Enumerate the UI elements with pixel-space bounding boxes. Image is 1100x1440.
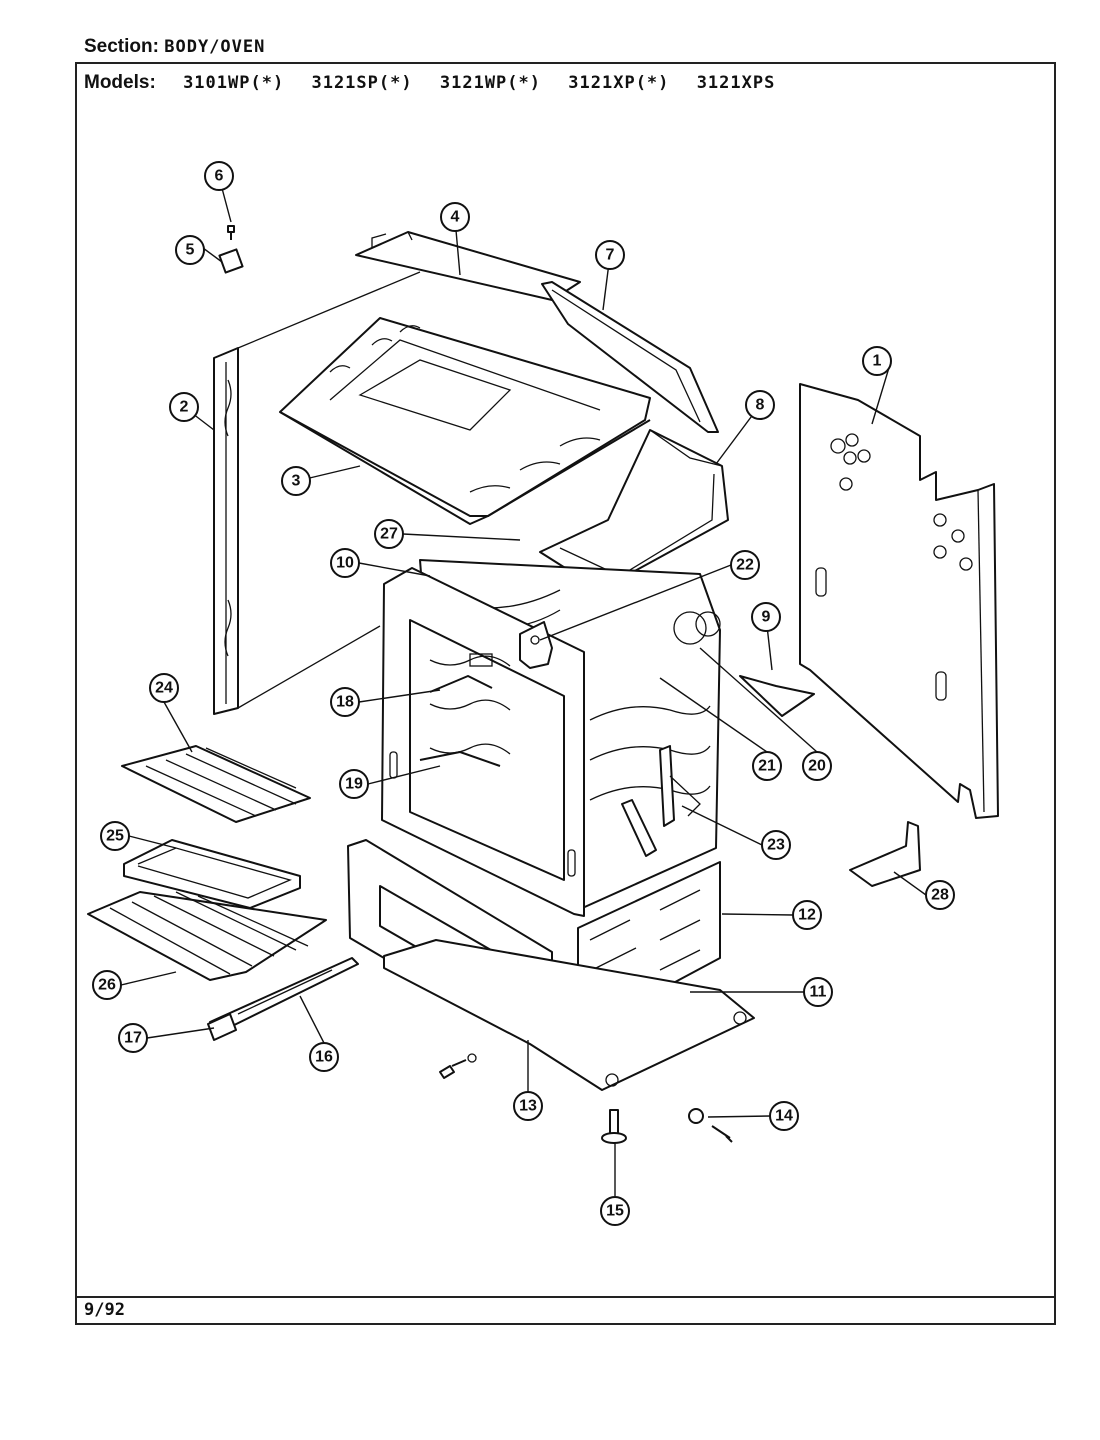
callout-11: 11 <box>803 977 833 1007</box>
callout-7: 7 <box>595 240 625 270</box>
callout-16: 16 <box>309 1042 339 1072</box>
callout-number: 21 <box>758 758 776 775</box>
callout-number: 11 <box>810 984 827 1001</box>
callout-number: 25 <box>106 828 124 845</box>
part-hinge <box>621 745 701 857</box>
leader-lines <box>120 176 927 1196</box>
part-oven-rack <box>87 891 327 981</box>
callout-19: 19 <box>339 769 369 799</box>
model-number: 3121XP(*) <box>568 73 670 93</box>
callout-4: 4 <box>440 202 470 232</box>
model-number: 3121XPS <box>696 73 776 93</box>
callout-number: 17 <box>124 1030 142 1047</box>
callout-number: 15 <box>606 1203 624 1220</box>
callout-number: 22 <box>736 557 754 574</box>
part-sensor-bracket <box>519 621 553 669</box>
part-bracket <box>849 821 921 887</box>
callout-5: 5 <box>175 235 205 265</box>
callout-number: 20 <box>808 758 826 775</box>
part-leveling-leg <box>601 1109 627 1144</box>
part-screw <box>227 225 235 240</box>
section-line: Section: BODY/OVEN <box>84 36 265 58</box>
callout-number: 8 <box>756 397 765 414</box>
date-code: 9/92 <box>84 1300 125 1320</box>
callout-number: 28 <box>931 887 949 904</box>
callout-number: 10 <box>336 555 354 572</box>
callout-8: 8 <box>745 390 775 420</box>
callout-1: 1 <box>862 346 892 376</box>
callout-number: 24 <box>155 680 173 697</box>
callout-18: 18 <box>330 687 360 717</box>
callout-number: 16 <box>315 1049 333 1066</box>
part-vent-trim <box>541 281 719 433</box>
callout-17: 17 <box>118 1023 148 1053</box>
part-slide-bracket <box>207 1013 237 1041</box>
section-label: Section: <box>84 36 159 57</box>
callout-number: 12 <box>798 907 816 924</box>
callout-2: 2 <box>169 392 199 422</box>
callout-23: 23 <box>761 830 791 860</box>
callout-14: 14 <box>769 1101 799 1131</box>
callout-20: 20 <box>802 751 832 781</box>
callout-10: 10 <box>330 548 360 578</box>
diagram-frame <box>75 62 1056 1325</box>
part-bottom-base <box>383 939 755 1091</box>
callout-9: 9 <box>751 602 781 632</box>
part-side-panel-left <box>213 271 421 715</box>
callout-26: 26 <box>92 970 122 1000</box>
callout-13: 13 <box>513 1091 543 1121</box>
callout-number: 3 <box>292 473 301 490</box>
callout-number: 5 <box>186 242 195 259</box>
footer-rule <box>75 1296 1056 1298</box>
callout-6: 6 <box>204 161 234 191</box>
callout-number: 13 <box>519 1098 537 1115</box>
callout-25: 25 <box>100 821 130 851</box>
callout-28: 28 <box>925 880 955 910</box>
callout-3: 3 <box>281 466 311 496</box>
callout-27: 27 <box>374 519 404 549</box>
part-top-rail <box>355 231 581 301</box>
part-screw-kick <box>439 1053 477 1079</box>
callout-15: 15 <box>600 1196 630 1226</box>
part-broiler-pan <box>123 839 301 909</box>
callout-number: 14 <box>775 1108 793 1125</box>
callout-24: 24 <box>149 673 179 703</box>
part-strip <box>739 675 815 717</box>
part-screw-washer <box>688 1108 733 1143</box>
callout-number: 4 <box>451 209 460 226</box>
callout-number: 2 <box>180 399 189 416</box>
part-burner-box <box>279 317 651 525</box>
models-line: Models: 3101WP(*) 3121SP(*) 3121WP(*) 31… <box>84 72 775 94</box>
part-broil-element <box>429 653 493 693</box>
callout-12: 12 <box>792 900 822 930</box>
part-bake-element <box>419 751 501 767</box>
callout-number: 27 <box>380 526 398 543</box>
callout-number: 1 <box>873 353 882 370</box>
callout-number: 18 <box>336 694 354 711</box>
callout-number: 19 <box>345 776 363 793</box>
model-number: 3101WP(*) <box>183 73 285 93</box>
section-value: BODY/OVEN <box>164 37 266 57</box>
part-clip <box>218 248 244 274</box>
model-number: 3121SP(*) <box>311 73 413 93</box>
model-number: 3121WP(*) <box>439 73 541 93</box>
callout-number: 23 <box>767 837 785 854</box>
callout-21: 21 <box>752 751 782 781</box>
part-rear-panel <box>799 383 999 819</box>
callout-number: 6 <box>215 168 224 185</box>
callout-number: 26 <box>98 977 116 994</box>
callout-number: 7 <box>606 247 615 264</box>
models-label: Models: <box>84 72 156 93</box>
callout-22: 22 <box>730 550 760 580</box>
part-broiler-grid <box>121 745 311 823</box>
callout-number: 9 <box>762 609 771 626</box>
